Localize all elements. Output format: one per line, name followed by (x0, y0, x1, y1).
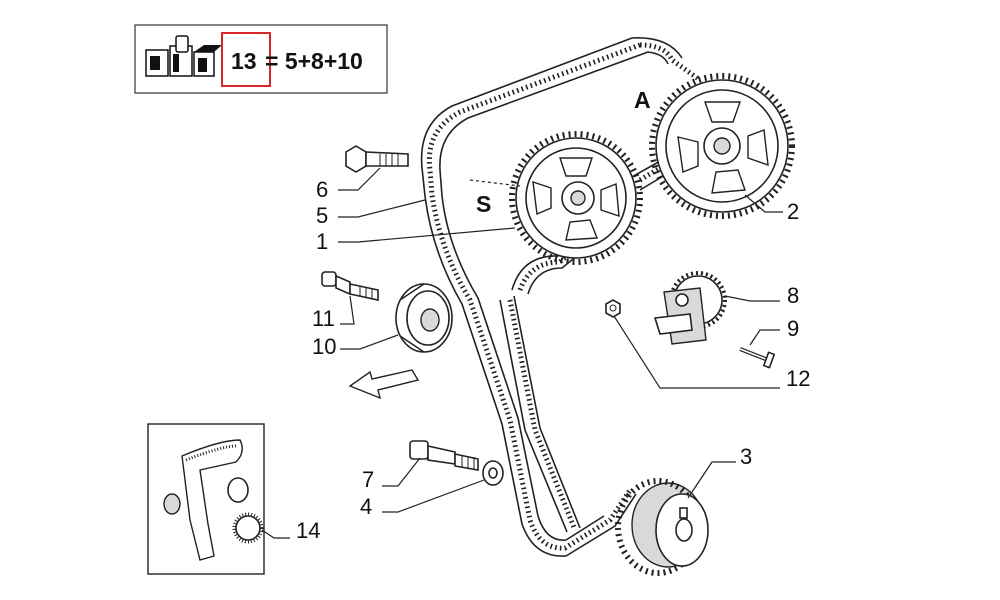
part-label-5: 5 (316, 203, 328, 228)
idler-pulley (395, 283, 453, 353)
nut (605, 299, 621, 318)
bolt-7 (409, 440, 479, 471)
part-label-1: 1 (316, 229, 328, 254)
part-label-2: 2 (787, 199, 799, 224)
washer (482, 460, 504, 486)
part-label-7: 7 (362, 467, 374, 492)
timing-belt (420, 37, 702, 557)
tensioner-screw (739, 347, 776, 369)
bolt-11 (321, 271, 379, 301)
kit-inset (147, 423, 265, 575)
part-label-4: 4 (360, 494, 372, 519)
pulley-letter-s: S (476, 191, 491, 217)
part-label-9: 9 (787, 316, 799, 341)
part-label-12: 12 (786, 366, 810, 391)
camshaft-pulley-s (509, 131, 643, 265)
leader-lines (261, 167, 783, 539)
tensioner-assembly (653, 271, 727, 345)
kit-number: 13 (231, 48, 257, 74)
part-label-8: 8 (787, 283, 799, 308)
crankshaft-gear (615, 478, 709, 576)
part-label-11: 11 (312, 306, 335, 331)
camshaft-pulley-a (649, 73, 795, 219)
pulley-letter-a: A (634, 87, 651, 113)
part-label-14: 14 (296, 518, 320, 543)
kit-boxes-icon (145, 35, 222, 77)
part-label-3: 3 (740, 444, 752, 469)
kit-formula: = 5+8+10 (265, 48, 363, 74)
kit-header: 13 = 5+8+10 (134, 24, 388, 94)
bolt-6 (345, 145, 409, 173)
part-label-6: 6 (316, 177, 328, 202)
rotation-arrow-icon (348, 369, 420, 400)
part-label-10: 10 (312, 334, 336, 359)
kit-number-highlight (221, 32, 271, 87)
